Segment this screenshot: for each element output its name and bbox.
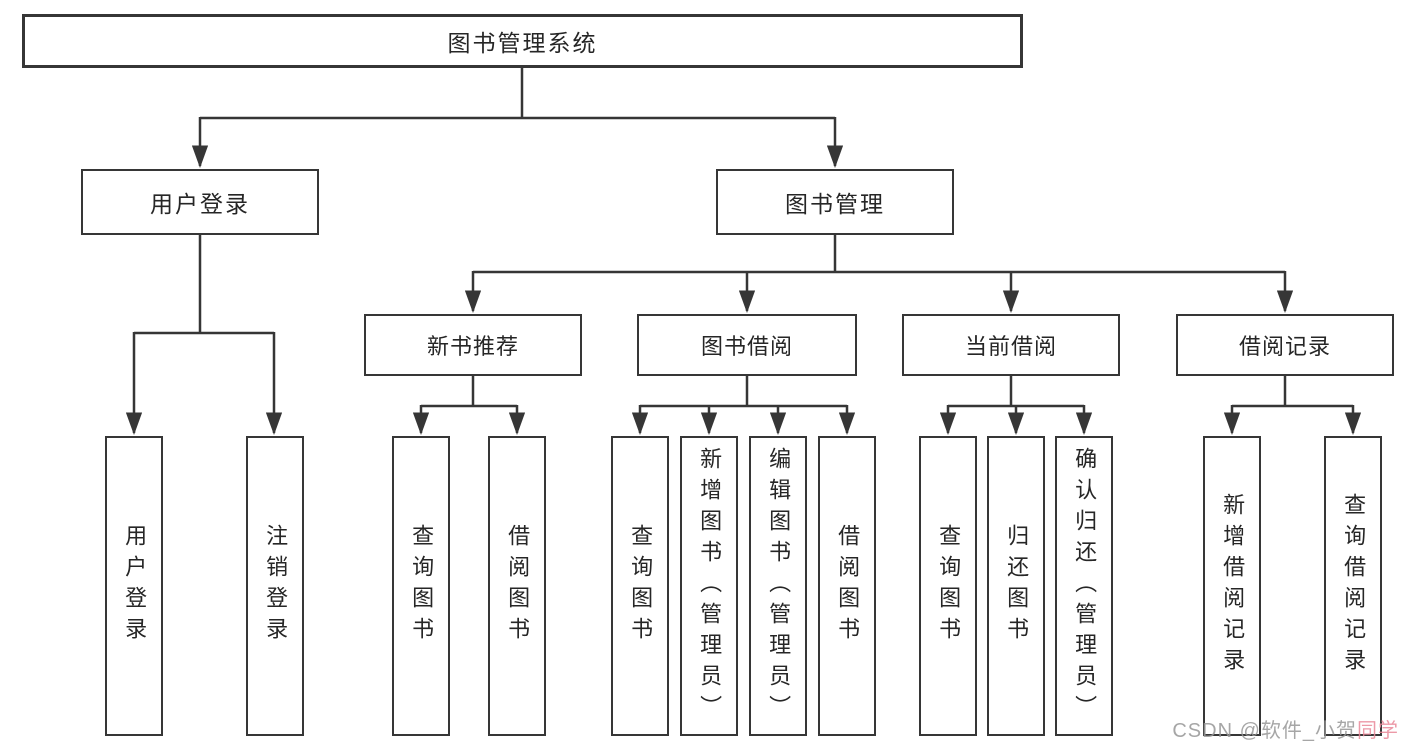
node-book-management: 图书管理	[716, 169, 954, 235]
leaf-borrow-add-books-admin: 新增图书（管理员）	[680, 436, 738, 736]
leaf-current-return-books: 归还图书	[987, 436, 1045, 736]
leaf-borrow-edit-books-admin: 编辑图书（管理员）	[749, 436, 807, 736]
watermark-accent: 同学	[1357, 720, 1399, 742]
leaf-records-add-record: 新增借阅记录	[1203, 436, 1261, 736]
node-library-system: 图书管理系统	[22, 14, 1023, 68]
node-book-borrow: 图书借阅	[637, 314, 857, 376]
leaf-current-query-books: 查询图书	[919, 436, 977, 736]
node-borrow-records: 借阅记录	[1176, 314, 1394, 376]
leaf-recommend-borrow-books: 借阅图书	[488, 436, 546, 736]
leaf-recommend-query-books: 查询图书	[392, 436, 450, 736]
leaf-records-query-record: 查询借阅记录	[1324, 436, 1382, 736]
node-user-login: 用户登录	[81, 169, 319, 235]
node-current-borrow: 当前借阅	[902, 314, 1120, 376]
leaf-borrow-query-books: 查询图书	[611, 436, 669, 736]
leaf-user-login: 用户登录	[105, 436, 163, 736]
watermark-text: CSDN @软件_小贺	[1172, 720, 1357, 742]
csdn-watermark: CSDN @软件_小贺同学	[1172, 714, 1399, 743]
leaf-current-confirm-return-admin: 确认归还（管理员）	[1055, 436, 1113, 736]
node-new-book-recommend: 新书推荐	[364, 314, 582, 376]
leaf-logout: 注销登录	[246, 436, 304, 736]
leaf-borrow-borrow-books: 借阅图书	[818, 436, 876, 736]
